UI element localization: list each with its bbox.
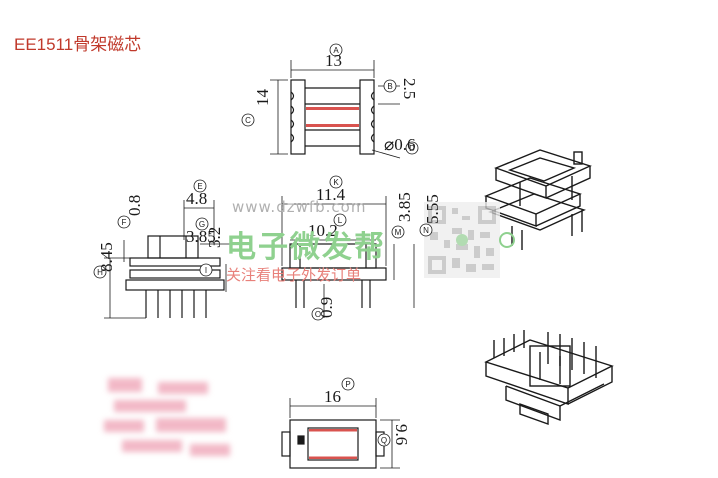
dimension-value-k: 11.4 bbox=[316, 185, 346, 204]
dimension-letter-h: H bbox=[97, 268, 103, 277]
dimension-marker-h bbox=[93, 265, 107, 279]
winding-bar bbox=[306, 124, 359, 127]
dimension-letter-i: I bbox=[205, 266, 207, 275]
dimension-value-a: 13 bbox=[325, 51, 342, 70]
dimension-letter-g: G bbox=[199, 220, 205, 229]
dimension-value-m: 3.85 bbox=[395, 192, 414, 222]
side-view bbox=[104, 200, 230, 319]
dimension-letter-q: Q bbox=[381, 436, 387, 445]
winding-bar bbox=[309, 429, 357, 432]
dimension-value-q: 9.6 bbox=[392, 424, 411, 445]
dimension-marker-b bbox=[383, 79, 397, 93]
dimension-value-d: ⌀0.6 bbox=[384, 135, 416, 154]
watermark-subtitle: 关注看电子外发订单 bbox=[226, 266, 362, 284]
dimension-value-i: 3.2 bbox=[205, 227, 224, 248]
isometric-view-bottom bbox=[484, 330, 614, 425]
dimension-marker-f bbox=[117, 215, 131, 229]
side-body bbox=[147, 235, 199, 259]
dimension-letter-e: E bbox=[197, 182, 202, 191]
bottom-view bbox=[281, 398, 400, 469]
wm-circle-icon bbox=[499, 232, 515, 248]
front-view bbox=[281, 196, 415, 318]
dimension-marker-c bbox=[241, 113, 255, 127]
diagram-title: EE1511骨架磁芯 bbox=[14, 35, 142, 54]
front-base bbox=[281, 267, 387, 281]
dimension-marker-a bbox=[329, 43, 343, 57]
dimension-marker-g bbox=[195, 217, 209, 231]
dimension-letter-a: A bbox=[333, 46, 339, 55]
top-left-flange bbox=[290, 79, 306, 155]
dimension-letter-f: F bbox=[122, 218, 127, 227]
dimension-marker-e bbox=[193, 179, 207, 193]
top-right-flange bbox=[359, 79, 375, 155]
dimension-marker-n bbox=[419, 223, 433, 237]
dimension-value-p: 16 bbox=[324, 387, 341, 406]
dimension-value-c: 14 bbox=[253, 89, 272, 107]
dimension-value-o: 0.9 bbox=[317, 297, 336, 318]
dimension-marker-o bbox=[311, 307, 325, 321]
dimension-value-f: 0.8 bbox=[125, 195, 144, 216]
dimension-letter-m: M bbox=[395, 228, 402, 237]
dimension-letter-d: D bbox=[409, 144, 415, 153]
blurred-region bbox=[104, 378, 240, 466]
dimension-marker-q bbox=[377, 433, 391, 447]
side-base bbox=[125, 279, 225, 291]
watermark-name: 电子微发帮 bbox=[226, 230, 386, 265]
dimension-value-e: 4.8 bbox=[186, 189, 207, 208]
dimension-letter-n: N bbox=[423, 226, 429, 235]
winding-bar bbox=[306, 107, 359, 110]
dimension-letter-o: O bbox=[315, 310, 321, 319]
dimension-letter-p: P bbox=[345, 380, 350, 389]
top-view bbox=[270, 60, 401, 159]
dimension-value-b: 2.5 bbox=[400, 78, 419, 99]
dimension-marker-l bbox=[333, 213, 347, 227]
dimension-value-h: 8.45 bbox=[97, 242, 116, 272]
dimension-letter-c: C bbox=[245, 116, 251, 125]
dimension-marker-m bbox=[391, 225, 405, 239]
watermark-url: www.dzwfb.com bbox=[232, 198, 367, 216]
dimension-value-n: 5.55 bbox=[423, 194, 442, 224]
dimension-marker-i bbox=[199, 263, 213, 277]
qr-code bbox=[424, 202, 500, 278]
dimension-value-g: 3.85 bbox=[186, 227, 216, 246]
dimension-letter-b: B bbox=[387, 82, 392, 91]
dimension-value-l: 10.2 bbox=[308, 221, 338, 240]
dimension-letter-k: K bbox=[333, 178, 339, 187]
dimension-marker-d bbox=[405, 141, 419, 155]
dimension-marker-k bbox=[329, 175, 343, 189]
dimension-letter-l: L bbox=[338, 216, 343, 225]
dimension-marker-p bbox=[341, 377, 355, 391]
winding-bar bbox=[309, 456, 357, 459]
